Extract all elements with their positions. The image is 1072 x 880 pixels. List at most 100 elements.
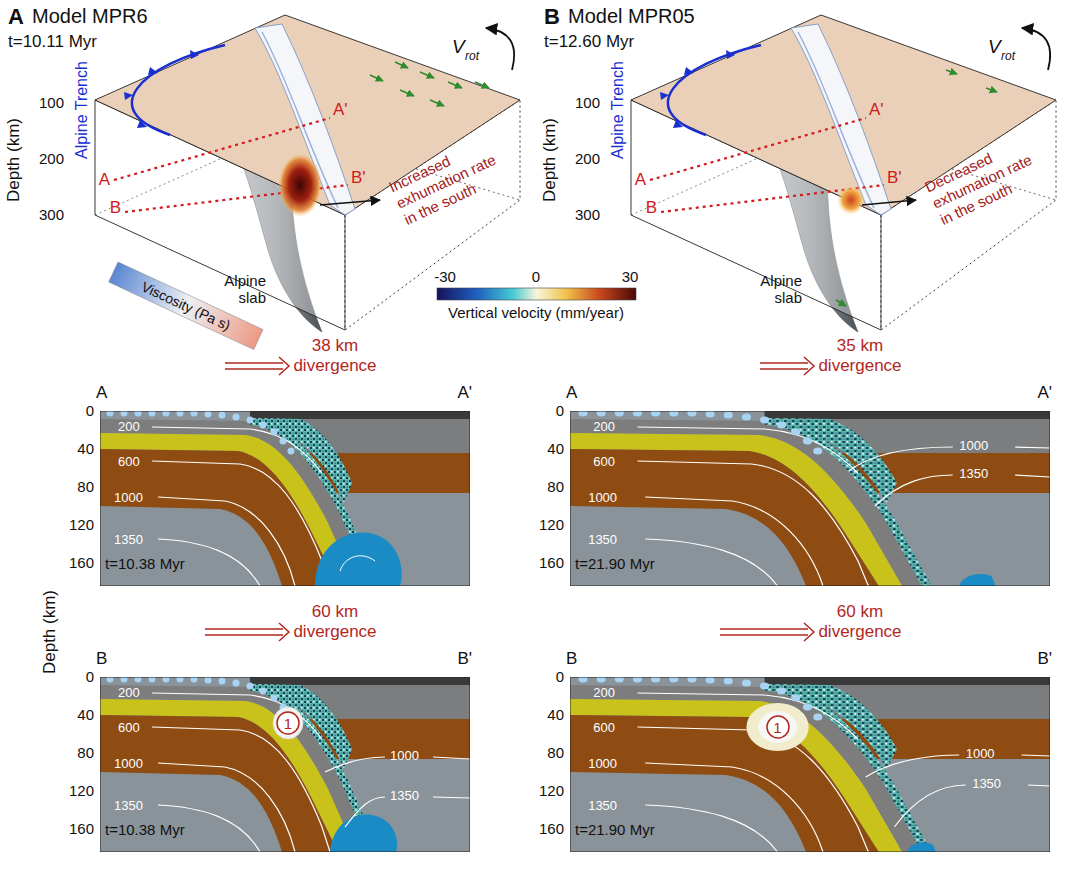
illustration-part (907, 843, 936, 852)
section-endpoint: A (635, 170, 646, 190)
trench-label: Alpine Trench (609, 61, 627, 159)
illustration-part (486, 28, 514, 70)
section-endpoint: A (566, 383, 577, 403)
illustration-part (746, 703, 808, 751)
illustration-part (100, 411, 470, 586)
tick-label: 80 (77, 478, 94, 495)
slab-label: Alpine slab (211, 272, 266, 307)
isotherm-label: 1350 (114, 533, 143, 548)
isotherm-label: 1350 (588, 533, 617, 548)
model-title: Model MPR6 (32, 5, 148, 28)
cross-section (570, 410, 1050, 587)
illustration-part (849, 447, 1050, 506)
tick-label: 40 (547, 706, 564, 723)
callout-number: 1 (276, 711, 300, 735)
illustration-part (475, 82, 489, 88)
illustration-part (278, 153, 322, 217)
subscript: rot (465, 50, 479, 64)
tick-label: 120 (539, 516, 564, 533)
tick-label: 300 (39, 206, 64, 223)
isotherm-label: 1000 (959, 439, 988, 454)
section-endpoint: B' (1037, 649, 1052, 669)
velocity-colorbar (437, 288, 636, 300)
isotherm-label: 600 (118, 455, 140, 470)
illustration-part (370, 62, 489, 106)
illustration-part (804, 357, 814, 375)
isotherm-label: 1000 (966, 747, 995, 762)
illustration-part (946, 70, 957, 74)
illustration-part (866, 755, 1050, 827)
callout-number: 1 (773, 720, 781, 735)
illustration-part (279, 623, 289, 641)
tick-label: 200 (39, 150, 64, 167)
section-endpoint: A' (333, 100, 348, 120)
isotherm-label: 1000 (390, 749, 419, 764)
velocity-symbol: V (452, 36, 465, 58)
illustration-part (836, 300, 846, 306)
tick-label: 40 (547, 440, 564, 457)
time-label: t=10.38 Myr (105, 555, 185, 572)
illustration-part (720, 629, 808, 635)
illustration-part (420, 72, 434, 78)
illustration-part (400, 90, 414, 96)
illustration-part (100, 677, 470, 852)
trench-label: Alpine Trench (73, 61, 91, 159)
illustration-part (340, 556, 375, 571)
section-endpoint: B' (887, 168, 902, 188)
colorbar-label: 0 (530, 268, 542, 285)
isotherm-label: 1350 (390, 789, 419, 804)
illustration-part (570, 676, 1050, 853)
tick-label: 120 (69, 516, 94, 533)
illustration-part (570, 411, 1050, 586)
axis-title: Depth (km) (540, 118, 560, 202)
section-endpoint: B (566, 649, 577, 669)
illustration-part (437, 288, 636, 300)
tick-label: 160 (69, 554, 94, 571)
colorbar-label: Vertical velocity (mm/year) (446, 304, 626, 321)
tick-label: 40 (77, 706, 94, 723)
callout-number: 1 (766, 715, 790, 739)
isotherm-label: 600 (118, 721, 140, 736)
illustration-part (273, 707, 303, 739)
colorbar-title: Viscosity (Pa s) (139, 278, 233, 333)
isotherm-label: 200 (118, 420, 140, 435)
illustration-part (570, 410, 1050, 587)
divergence-label: 35 km divergence (810, 336, 910, 377)
section-endpoint: A' (1037, 383, 1052, 403)
isotherm-label: 200 (593, 420, 615, 435)
illustration-part (225, 363, 283, 369)
illustration-part (570, 677, 1050, 852)
illustration-part (448, 82, 462, 88)
callout-circle (767, 716, 789, 738)
illustration-part (315, 533, 402, 586)
cross-section (100, 410, 470, 587)
isotherm-label: 1000 (114, 757, 143, 772)
velocity-symbol: V (988, 36, 1001, 58)
model-block-b (631, 15, 1056, 332)
illustration-part (804, 623, 814, 641)
divergence-label: 60 km divergence (285, 602, 385, 643)
section-endpoint: A (99, 170, 110, 190)
tick-label: 160 (539, 820, 564, 837)
divergence-label: 38 km divergence (285, 336, 385, 377)
isotherm-label: 1000 (588, 757, 617, 772)
illustration-part (205, 629, 283, 635)
illustration-part (325, 757, 470, 827)
subscript: rot (1001, 50, 1015, 64)
tick-label: 80 (77, 744, 94, 761)
tick-label: 40 (77, 440, 94, 457)
illustration-part (631, 15, 1056, 332)
illustration-part (837, 185, 865, 215)
illustration-part (370, 75, 383, 81)
illustration-part (849, 447, 1050, 471)
panel-letter: B (544, 4, 560, 29)
axis-title: Depth (km) (4, 118, 24, 202)
divergence-label: 60 km divergence (810, 602, 910, 643)
time-label: t=21.90 Myr (575, 555, 655, 572)
axis-title: Depth (km) (40, 590, 60, 674)
tick-label: 300 (575, 206, 600, 223)
illustration-part (100, 410, 470, 587)
tick-label: 0 (86, 402, 94, 419)
